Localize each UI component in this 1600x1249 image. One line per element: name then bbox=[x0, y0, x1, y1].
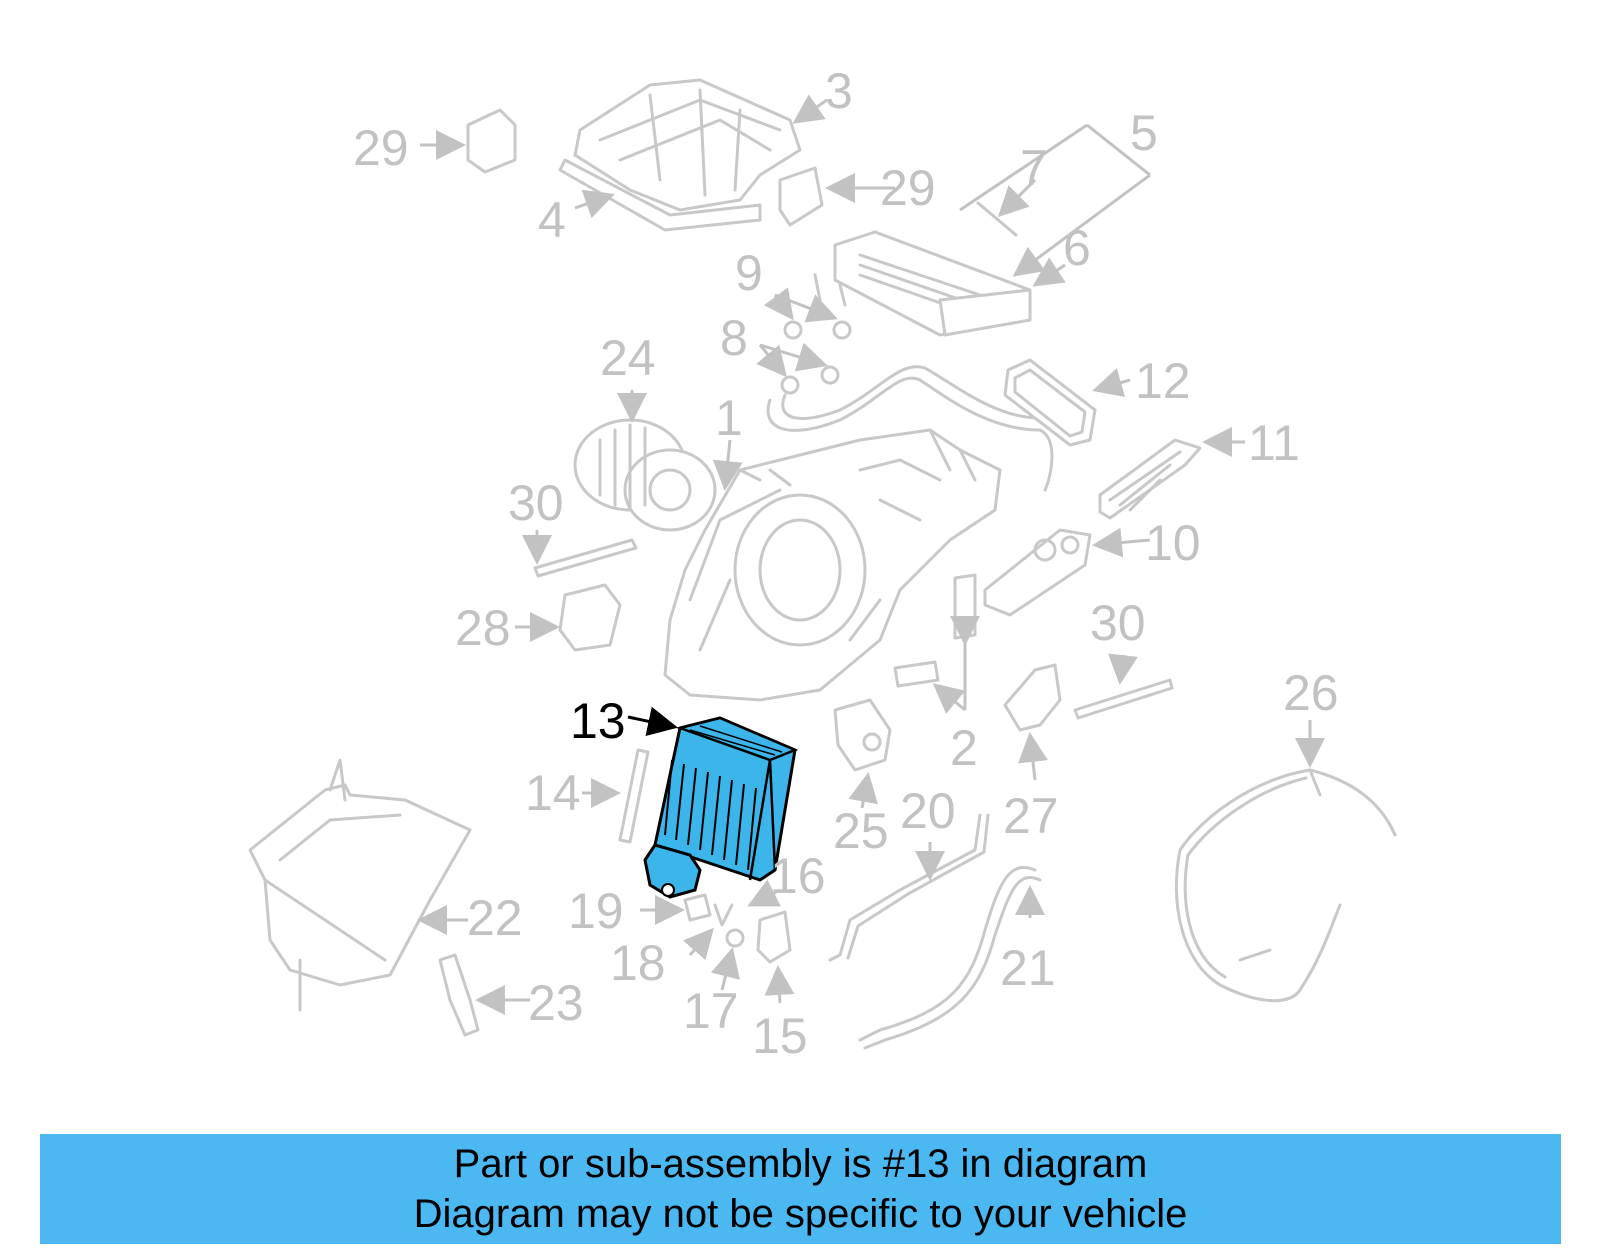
callout-arrows bbox=[417, 94, 1325, 1015]
part-seal-14 bbox=[618, 748, 650, 844]
callout-20: 20 bbox=[900, 783, 956, 839]
banner-line-part-number: Part or sub-assembly is #13 in diagram bbox=[453, 1142, 1148, 1186]
parts-diagram: 1 2 3 4 5 6 7 8 9 10 11 12 13 14 15 16 1… bbox=[248, 63, 1397, 1064]
highlighted-part-13-evaporator bbox=[643, 716, 799, 899]
callout-19: 19 bbox=[568, 883, 624, 939]
callout-24: 24 bbox=[600, 330, 656, 386]
callout-4: 4 bbox=[538, 192, 566, 248]
callout-8: 8 bbox=[720, 310, 748, 366]
callout-30-right: 30 bbox=[1090, 595, 1146, 651]
callout-7: 7 bbox=[1020, 140, 1048, 196]
part-heater-core bbox=[813, 230, 1032, 337]
part-ducts-2 bbox=[893, 573, 977, 688]
part-fittings-8-9 bbox=[780, 320, 852, 395]
callout-6: 6 bbox=[1063, 220, 1091, 276]
part-filter-11 bbox=[1098, 438, 1202, 520]
callout-12: 12 bbox=[1135, 353, 1191, 409]
callout-14: 14 bbox=[525, 765, 581, 821]
part-actuator-28 bbox=[558, 583, 622, 652]
part-line-20 bbox=[828, 813, 982, 962]
callout-30-left: 30 bbox=[508, 475, 564, 531]
banner-line-disclaimer: Diagram may not be specific to your vehi… bbox=[413, 1192, 1188, 1236]
callout-9: 9 bbox=[735, 245, 763, 301]
callout-23: 23 bbox=[528, 975, 584, 1031]
callout-22: 22 bbox=[467, 890, 523, 946]
part-small-hardware bbox=[683, 893, 792, 964]
part-seal-7 bbox=[976, 201, 1018, 237]
callout-26: 26 bbox=[1283, 665, 1339, 721]
part-bracket-10 bbox=[983, 528, 1092, 617]
part-line-21 bbox=[858, 866, 1037, 1042]
info-banner: Part or sub-assembly is #13 in diagram D… bbox=[40, 1134, 1561, 1244]
part-gasket-12 bbox=[1003, 358, 1097, 447]
callout-labels: 1 2 3 4 5 6 7 8 9 10 11 12 13 14 15 16 1… bbox=[353, 63, 1339, 1064]
callout-15: 15 bbox=[752, 1008, 808, 1064]
part-drain-23 bbox=[438, 953, 480, 1037]
part-module-29b bbox=[778, 166, 824, 227]
part-upper-case bbox=[558, 78, 802, 232]
callout-25: 25 bbox=[833, 803, 889, 859]
part-strip-30a bbox=[533, 538, 638, 578]
callout-16: 16 bbox=[770, 848, 826, 904]
callout-27: 27 bbox=[1003, 788, 1059, 844]
part-hvac-housing-1 bbox=[663, 428, 1002, 702]
callout-2: 2 bbox=[950, 720, 978, 776]
part-bracket-27 bbox=[1003, 663, 1062, 732]
callout-10: 10 bbox=[1145, 515, 1201, 571]
part-blower-24 bbox=[573, 418, 717, 532]
callout-21: 21 bbox=[1000, 940, 1056, 996]
part-harness-26 bbox=[1174, 768, 1397, 1003]
part-actuator-25 bbox=[833, 698, 892, 772]
part-lower-case-22 bbox=[248, 758, 472, 1012]
callout-29-left: 29 bbox=[353, 120, 409, 176]
callout-28: 28 bbox=[455, 600, 511, 656]
callout-18: 18 bbox=[610, 935, 666, 991]
callout-1: 1 bbox=[715, 390, 743, 446]
callout-11: 11 bbox=[1248, 415, 1300, 471]
callout-3: 3 bbox=[825, 63, 853, 119]
part-strip-30b bbox=[1073, 678, 1174, 720]
callout-17: 17 bbox=[683, 983, 739, 1039]
callout-5: 5 bbox=[1130, 105, 1158, 161]
callout-29-right: 29 bbox=[880, 160, 936, 216]
callout-13: 13 bbox=[570, 693, 626, 749]
part-hose bbox=[766, 376, 1054, 492]
part-sensor-29a bbox=[466, 108, 517, 174]
